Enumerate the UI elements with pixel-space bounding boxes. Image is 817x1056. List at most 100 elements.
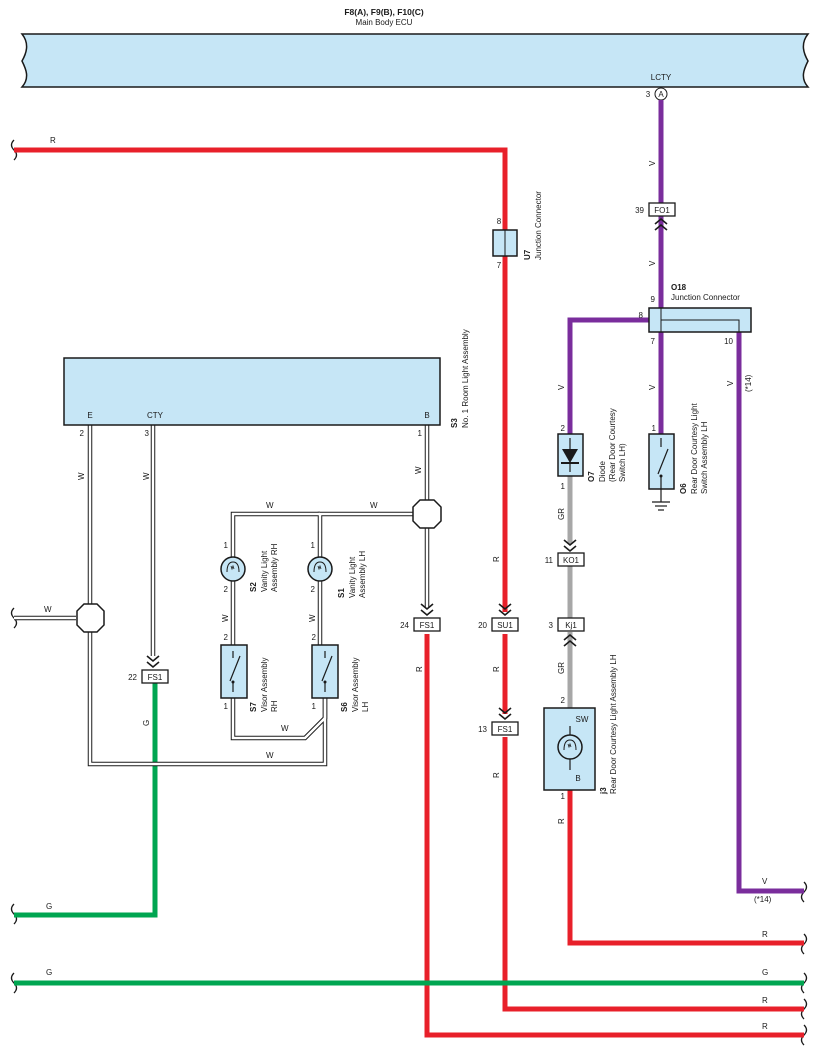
wire-label: V	[726, 380, 735, 386]
fo1-pin: 39	[635, 206, 644, 215]
o6-line1: Rear Door Courtesy Light	[690, 403, 699, 494]
o7-line2: (Rear Door Courtesy	[608, 408, 617, 482]
wire-label: R	[50, 136, 56, 145]
wire-label: GR	[557, 662, 566, 674]
ecu-title: F8(A), F9(B), F10(C)	[344, 7, 424, 17]
s1-code: S1	[337, 588, 346, 598]
violet-wires	[567, 100, 804, 894]
s6-pin-top: 2	[312, 633, 317, 642]
o18-code: O18	[671, 283, 687, 292]
main-body-ecu: F8(A), F9(B), F10(C) Main Body ECU LCTY …	[20, 7, 810, 101]
s1-line1: Vanity Light	[348, 556, 357, 598]
wire-label: G	[46, 968, 52, 977]
courtesy-switch-o6: 1 O6 Rear Door Courtesy Light Switch Ass…	[648, 403, 709, 511]
wire-label: G	[142, 720, 151, 726]
fs1-22-pin: 22	[128, 673, 137, 682]
su1-pin: 20	[478, 621, 487, 630]
wire-label: R	[557, 818, 566, 824]
room-light-assembly: E CTY B 2 3 1 S3 No. 1 Room Light Assemb…	[63, 329, 470, 438]
room-light-code: S3	[450, 418, 459, 428]
o6-line2: Switch Assembly LH	[700, 421, 709, 494]
right-break-marks	[800, 881, 808, 1046]
wire-label: V	[648, 160, 657, 166]
room-light-terminal-cty: CTY	[147, 411, 164, 420]
u7-code: U7	[523, 249, 532, 260]
o6-code: O6	[679, 483, 688, 494]
connector-kj1: Kj1 3	[549, 617, 585, 647]
red-wires	[14, 147, 804, 1038]
u7-pin-bottom: 7	[497, 261, 502, 270]
fs1-24-pin: 24	[400, 621, 409, 630]
s7-line1: Visor Assembly	[260, 657, 269, 712]
ecu-pin-label: 3	[646, 90, 651, 99]
connector-fo1: FO1 39	[635, 202, 676, 231]
s1-line2: Assembly LH	[358, 551, 367, 598]
room-light-pin-b: 1	[418, 429, 423, 438]
room-light-terminal-e: E	[87, 411, 92, 420]
fs1-24-label: FS1	[420, 621, 435, 630]
ko1-pin: 11	[545, 556, 554, 565]
s6-line1: Visor Assembly	[351, 657, 360, 712]
s1-pin-top: 1	[311, 541, 316, 550]
o18-pin-7: 7	[651, 337, 656, 346]
s7-code: S7	[249, 702, 258, 712]
visor-assembly-rh: 2 1 S7 Visor Assembly RH	[220, 633, 279, 712]
wire-label: R	[762, 930, 768, 939]
room-light-name: No. 1 Room Light Assembly	[461, 329, 470, 428]
s2-line1: Vanity Light	[260, 550, 269, 592]
su1-label: SU1	[497, 621, 513, 630]
kj1-label: Kj1	[565, 621, 577, 630]
vanity-light-lh: 1 2 S1 Vanity Light Assembly LH	[307, 541, 367, 598]
s2-code: S2	[249, 582, 258, 592]
room-light-pin-e: 2	[80, 429, 85, 438]
fo1-label: FO1	[654, 206, 670, 215]
visor-assembly-lh: 2 1 S6 Visor Assembly LH	[311, 633, 370, 712]
j3-term-b: B	[575, 774, 580, 783]
wire-label: R	[492, 772, 501, 778]
o7-line3: Switch LH)	[618, 443, 627, 482]
u7-name: Junction Connector	[534, 191, 543, 260]
o18-pin-10: 10	[724, 337, 733, 346]
s6-pin-bottom: 1	[312, 702, 317, 711]
u7-pin-top: 8	[497, 217, 502, 226]
splice-right	[412, 499, 442, 529]
s7-pin-bottom: 1	[224, 702, 229, 711]
j3-name: Rear Door Courtesy Light Assembly LH	[609, 654, 618, 794]
wire-note: (*14)	[754, 895, 772, 904]
j3-pin-top: 2	[561, 696, 566, 705]
wire-label: W	[77, 472, 86, 480]
room-light-pin-cty: 3	[145, 429, 150, 438]
wire-label: R	[415, 666, 424, 672]
wire-note: (*14)	[744, 374, 753, 392]
connector-fs1-24: FS1 24	[400, 603, 441, 632]
o18-pin-9: 9	[651, 295, 656, 304]
splice-left	[76, 603, 105, 633]
wire-label: W	[281, 724, 289, 733]
wire-label: R	[762, 996, 768, 1005]
o18-name: Junction Connector	[671, 293, 740, 302]
ecu-terminal-label: LCTY	[651, 73, 672, 82]
s2-pin-top: 1	[224, 541, 229, 550]
wire-label: R	[492, 556, 501, 562]
wire-label: W	[308, 614, 317, 622]
wire-label: W	[142, 472, 151, 480]
vanity-light-rh: 1 2 S2 Vanity Light Assembly RH	[220, 541, 279, 594]
s2-pin-bottom: 2	[224, 585, 229, 594]
o18-pin-8: 8	[639, 311, 644, 320]
wire-label: R	[492, 666, 501, 672]
s7-pin-top: 2	[224, 633, 229, 642]
s7-line2: RH	[270, 700, 279, 712]
wire-label: W	[44, 605, 52, 614]
j3-code: j3	[599, 787, 608, 795]
s6-line2: LH	[361, 702, 370, 712]
j3-pin-bottom: 1	[561, 792, 566, 801]
wire-label: GR	[557, 508, 566, 520]
o7-pin-top: 2	[561, 424, 566, 433]
fs1-13-pin: 13	[478, 725, 487, 734]
ko1-label: KO1	[563, 556, 580, 565]
connector-ko1: KO1 11	[545, 539, 585, 567]
ecu-subtitle: Main Body ECU	[356, 18, 413, 27]
s1-pin-bottom: 2	[311, 585, 316, 594]
ecu-connector-letter: A	[658, 90, 664, 99]
